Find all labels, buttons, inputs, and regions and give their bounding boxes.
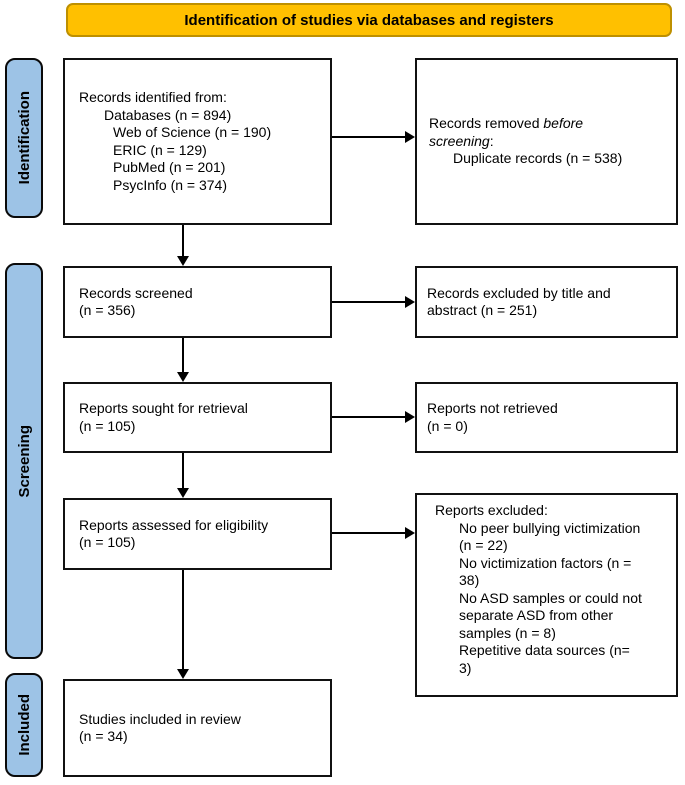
records-identified-line: ERIC (n = 129) <box>113 141 207 158</box>
records-removed-colon: : <box>489 132 494 149</box>
box-reports-excluded: Reports excluded: No peer bullying victi… <box>415 493 678 697</box>
phase-identification-label: Identification <box>15 91 33 185</box>
reports-excluded-line: 38) <box>459 572 480 588</box>
arrow-right-assessed-to-reports-excluded <box>332 527 415 539</box>
box-records-screened: Records screened (n = 356) <box>63 266 332 338</box>
records-screened-line: Records screened <box>79 284 193 301</box>
reports-excluded-line: 3) <box>459 659 472 676</box>
banner-title: Identification of studies via databases … <box>66 3 672 37</box>
reports-sought-count: (n = 105) <box>79 417 136 434</box>
records-excluded-line: Records excluded by title and <box>427 284 611 301</box>
phase-identification: Identification <box>5 58 43 218</box>
box-reports-assessed: Reports assessed for eligibility (n = 10… <box>63 498 332 570</box>
records-identified-line: Records identified from: <box>79 89 227 105</box>
phase-included-label: Included <box>15 694 33 756</box>
box-records-removed: Records removed before screening: Duplic… <box>415 58 678 225</box>
records-removed-italic: screening <box>429 132 490 149</box>
phase-screening-label: Screening <box>15 424 33 498</box>
reports-excluded-line: Repetitive data sources (n= <box>459 642 630 658</box>
arrow-right-screened-to-excluded <box>332 296 415 308</box>
box-studies-included: Studies included in review (n = 34) <box>63 679 332 777</box>
phase-screening: Screening <box>5 263 43 659</box>
reports-excluded-line: No peer bullying victimization <box>459 519 641 536</box>
arrow-right-identified-to-removed <box>332 131 415 143</box>
records-removed-italic: before <box>543 115 584 132</box>
box-reports-not-retrieved: Reports not retrieved (n = 0) <box>415 382 678 453</box>
reports-not-retrieved-line: Reports not retrieved <box>427 400 558 416</box>
reports-excluded-line: No ASD samples or could not <box>459 589 642 606</box>
records-removed-text: Records removed <box>429 115 544 132</box>
records-identified-line: PubMed (n = 201) <box>113 159 226 175</box>
reports-not-retrieved-count: (n = 0) <box>427 417 468 434</box>
reports-excluded-line: (n = 22) <box>459 537 508 553</box>
records-removed-item: Duplicate records (n = 538) <box>453 150 623 167</box>
arrow-down-assessed-to-included <box>177 570 189 679</box>
arrow-down-screened-to-sought <box>177 338 189 382</box>
box-records-excluded: Records excluded by title and abstract (… <box>415 266 678 338</box>
reports-excluded-line: samples (n = 8) <box>459 624 556 641</box>
reports-assessed-line: Reports assessed for eligibility <box>79 516 269 533</box>
arrow-right-sought-to-not-retrieved <box>332 411 415 423</box>
records-identified-line: Web of Science (n = 190) <box>113 124 272 140</box>
records-screened-count: (n = 356) <box>79 302 136 318</box>
phase-included: Included <box>5 673 43 777</box>
studies-included-count: (n = 34) <box>79 728 128 744</box>
reports-excluded-line: No victimization factors (n = <box>459 554 632 571</box>
box-records-identified: Records identified from: Databases (n = … <box>63 58 332 225</box>
reports-sought-line: Reports sought for retrieval <box>79 400 248 416</box>
studies-included-line: Studies included in review <box>79 710 241 727</box>
box-reports-sought: Reports sought for retrieval (n = 105) <box>63 382 332 453</box>
reports-assessed-count: (n = 105) <box>79 534 136 550</box>
reports-excluded-head: Reports excluded: <box>435 502 548 518</box>
arrow-down-identified-to-screened <box>177 225 189 266</box>
reports-excluded-line: separate ASD from other <box>459 607 614 623</box>
arrow-down-sought-to-assessed <box>177 453 189 498</box>
records-identified-line: PsycInfo (n = 374) <box>113 176 228 193</box>
records-removed-line: Records removed before screening: <box>429 115 670 150</box>
records-excluded-line: abstract (n = 251) <box>427 302 538 318</box>
records-identified-line: Databases (n = 894) <box>104 106 232 123</box>
